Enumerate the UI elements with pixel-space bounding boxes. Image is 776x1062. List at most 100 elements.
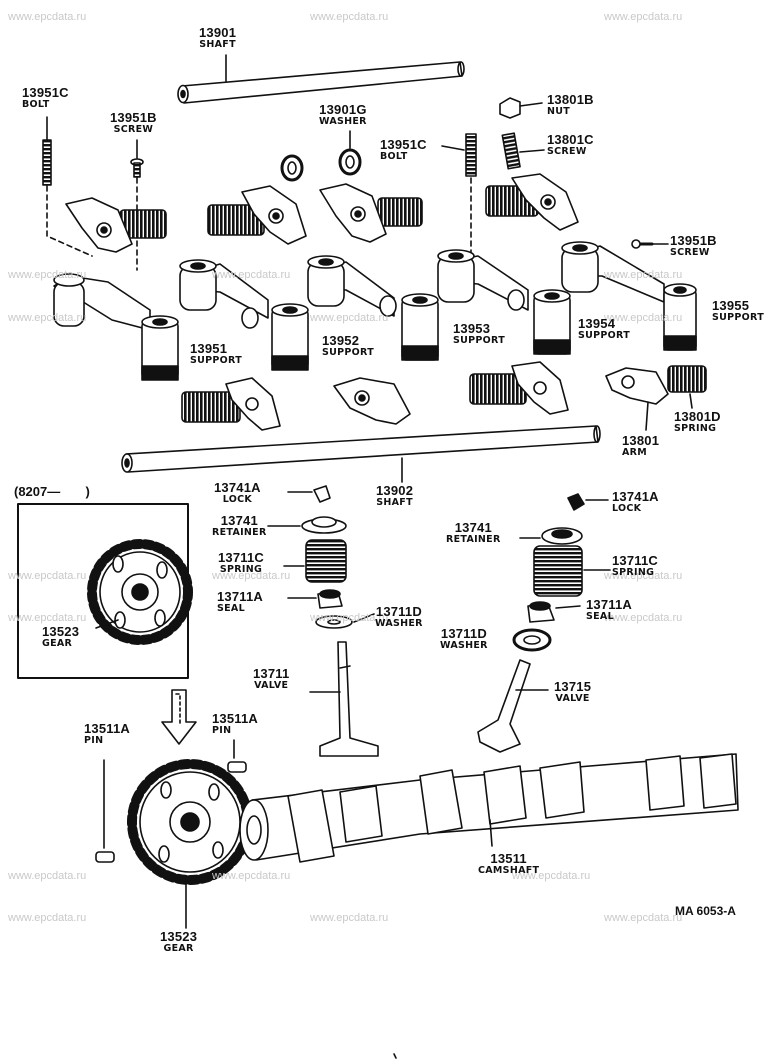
- label-13711c-right: 13711C SPRING: [612, 554, 658, 578]
- part-name: SEAL: [586, 611, 614, 622]
- part-number: 13711A: [217, 589, 264, 604]
- label-13901: 13901 SHAFT: [199, 26, 236, 50]
- rocker-arm-13801: [605, 367, 669, 431]
- part-name: SUPPORT: [578, 330, 631, 341]
- label-13951c-right: 13951C BOLT: [380, 138, 427, 162]
- label-13951: 13951 SUPPORT: [190, 342, 242, 366]
- watermark: www.epcdata.ru: [8, 11, 87, 23]
- part-number: 13955: [712, 298, 750, 313]
- label-13741-left: 13741 RETAINER: [212, 514, 267, 538]
- part-number: 13711D: [375, 604, 422, 619]
- part-number: 13801: [622, 433, 660, 448]
- label-13711d-right: 13711D WASHER: [440, 627, 488, 651]
- watermark: www.epcdata.ru: [212, 870, 291, 882]
- part-number: 13523: [160, 929, 198, 944]
- label-13741a-right: 13741A LOCK: [612, 490, 659, 514]
- part-number: 13953: [453, 321, 491, 336]
- screw-13801c: [501, 132, 545, 170]
- part-number: 13951B: [670, 233, 717, 248]
- washer-13711d-left: [315, 613, 375, 629]
- part-name: SPRING: [674, 423, 717, 434]
- part-name: SPRING: [219, 564, 263, 575]
- label-13801: 13801 ARM: [622, 434, 659, 458]
- watermark: www.epcdata.ru: [604, 912, 683, 924]
- part-name: GEAR: [163, 943, 194, 954]
- watermark: www.epcdata.ru: [8, 312, 87, 324]
- arrow-icon: [161, 689, 197, 745]
- part-name: WASHER: [375, 618, 423, 629]
- part-name: BOLT: [380, 151, 408, 162]
- retainer-13741-right: [519, 527, 583, 545]
- spring-13711c-left: [283, 539, 347, 583]
- label-13951c-left: 13951C BOLT: [22, 86, 69, 110]
- part-number: 13801B: [547, 92, 594, 107]
- watermark: www.epcdata.ru: [310, 312, 389, 324]
- label-13715: 13715 VALVE: [554, 680, 591, 704]
- part-name: SUPPORT: [712, 312, 765, 323]
- part-name: ARM: [622, 447, 648, 458]
- label-13741-right: 13741 RETAINER: [446, 521, 501, 545]
- upper-rocker-shaft: [177, 54, 465, 104]
- label-13901g: 13901G WASHER: [319, 103, 367, 127]
- watermark: www.epcdata.ru: [604, 570, 683, 582]
- watermark: www.epcdata.ru: [512, 870, 591, 882]
- part-name: SHAFT: [199, 39, 236, 50]
- part-name: SEAL: [217, 603, 245, 614]
- label-13523-inset: 13523 GEAR: [42, 625, 79, 649]
- label-13511: 13511 CAMSHAFT: [478, 852, 539, 876]
- watermark: www.epcdata.ru: [604, 312, 683, 324]
- upper-rocker-arm-4: [485, 173, 579, 231]
- lock-13741a-left: [287, 485, 331, 503]
- camshaft-13511: [239, 753, 739, 863]
- washer-13901g: [338, 130, 362, 176]
- spring-13801d: [667, 365, 707, 409]
- part-number: 13951C: [22, 85, 69, 100]
- part-number: 13741A: [612, 489, 659, 504]
- upper-rocker-arm-1: [65, 197, 167, 253]
- label-13951b-left: 13951B SCREW: [110, 111, 157, 135]
- support-13955: [561, 241, 697, 351]
- watermark: www.epcdata.ru: [604, 612, 683, 624]
- watermark: www.epcdata.ru: [212, 570, 291, 582]
- part-number: 13801D: [674, 409, 721, 424]
- part-number: 13951B: [110, 110, 157, 125]
- support-13953: [307, 255, 439, 361]
- part-name: SUPPORT: [453, 335, 506, 346]
- support-13954: [437, 249, 571, 355]
- upper-rocker-arm-2: [207, 185, 307, 245]
- valve-13715: [477, 659, 549, 753]
- label-13801d: 13801D SPRING: [674, 410, 721, 434]
- part-number: 13511A: [212, 711, 259, 726]
- part-name: LOCK: [612, 503, 642, 514]
- watermark: www.epcdata.ru: [310, 612, 389, 624]
- part-name: SCREW: [670, 247, 710, 258]
- label-13953: 13953 SUPPORT: [453, 322, 505, 346]
- part-number: 13715: [554, 679, 592, 694]
- watermark: www.epcdata.ru: [8, 269, 87, 281]
- part-number: 13711: [253, 666, 290, 681]
- watermark: www.epcdata.ru: [604, 269, 683, 281]
- part-name: WASHER: [440, 640, 488, 651]
- part-number: 13511A: [84, 721, 131, 736]
- watermark: www.epcdata.ru: [8, 912, 87, 924]
- part-number: 13951: [190, 341, 228, 356]
- label-13523: 13523 GEAR: [160, 930, 197, 954]
- label-13711a-right: 13711A SEAL: [586, 598, 632, 622]
- washer-free: [280, 154, 304, 182]
- part-name: SHAFT: [376, 497, 413, 508]
- seal-13711a-left: [287, 589, 343, 609]
- label-13952: 13952 SUPPORT: [322, 334, 374, 358]
- part-number: 13711C: [612, 553, 659, 568]
- support-13951: [53, 273, 179, 381]
- lower-rocker-shaft: [121, 425, 601, 483]
- label-13954: 13954 SUPPORT: [578, 317, 630, 341]
- upper-rocker-arm-3: [319, 183, 423, 243]
- part-number: 13711C: [218, 550, 265, 565]
- part-name: SPRING: [612, 567, 655, 578]
- watermark: www.epcdata.ru: [604, 11, 683, 23]
- seal-13711a-right: [527, 601, 581, 623]
- part-number: 13901: [199, 25, 237, 40]
- bolt-13951c-right: [441, 133, 477, 255]
- part-name: VALVE: [555, 693, 590, 704]
